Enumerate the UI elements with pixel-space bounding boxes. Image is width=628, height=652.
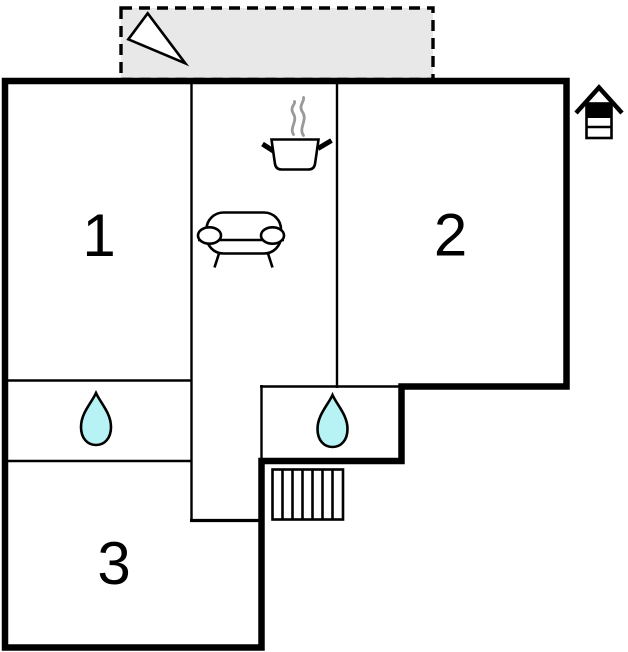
direction-triangle-icon: [126, 11, 190, 67]
sofa-leg-left: [213, 253, 221, 268]
building: [1, 77, 570, 651]
house-icon: [574, 84, 624, 140]
water-drop-icon: [79, 389, 113, 447]
sofa-icon: [196, 211, 286, 268]
stairs-steps: [281, 469, 334, 520]
sofa-armrest-right: [259, 226, 286, 246]
house-roof: [574, 84, 624, 115]
terrace: [119, 6, 435, 82]
terrace-area: [119, 6, 435, 82]
pot-handle-right: [316, 138, 333, 151]
house-top-band: [586, 103, 612, 118]
steam-icon: [290, 100, 297, 136]
stairs-icon: [271, 468, 345, 521]
room-3-label: 3: [97, 530, 130, 597]
room-2-label: 2: [434, 202, 467, 269]
steam-icon: [299, 96, 306, 137]
cooking-pot-icon: [261, 96, 333, 171]
outer-walls: [1, 77, 570, 651]
sofa-armrest-left: [196, 226, 223, 246]
pot-body: [270, 138, 320, 171]
water-drop-icon: [316, 391, 349, 449]
sofa-leg-right: [266, 253, 274, 268]
room-1-label: 1: [82, 202, 115, 269]
